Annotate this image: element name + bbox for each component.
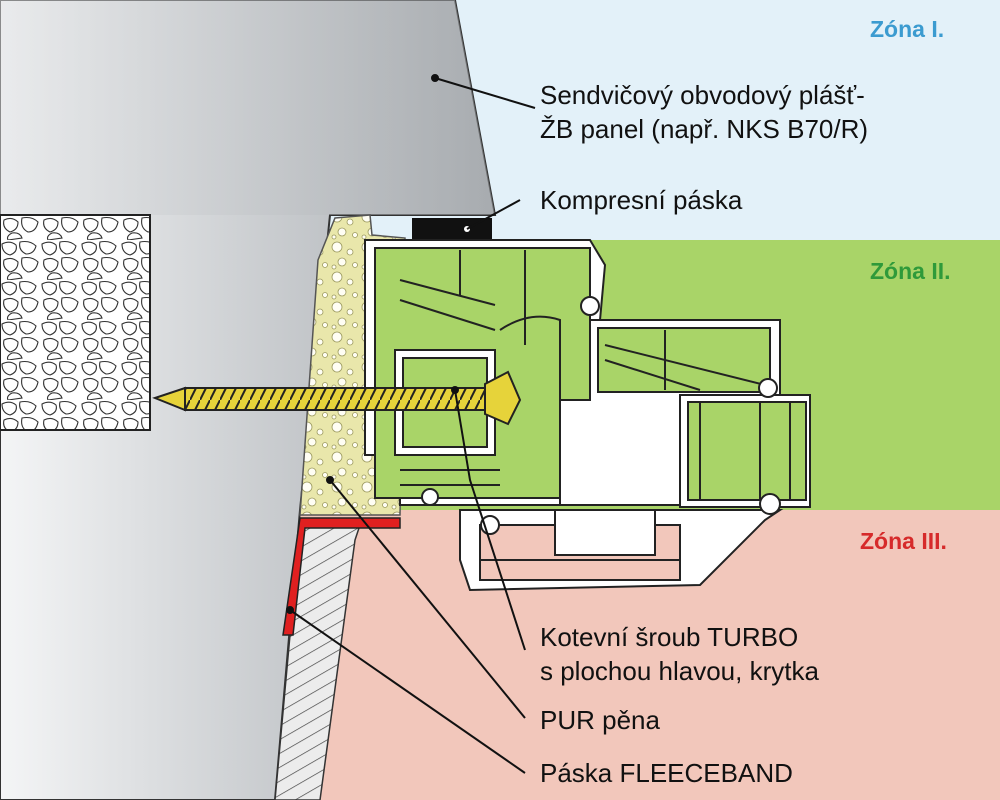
gaskets xyxy=(421,296,781,535)
panel-label-line2: ŽB panel (např. NKS B70/R) xyxy=(540,114,869,144)
fleeceband-tape xyxy=(282,517,401,636)
zone-1-label: Zóna I. xyxy=(870,16,945,42)
sandwich-panel xyxy=(0,0,495,215)
stone-insulation-block xyxy=(0,214,151,431)
screw-label-line1: Kotevní šroub TURBO xyxy=(540,622,799,652)
glazing-unit xyxy=(679,394,811,508)
compression-tape xyxy=(412,218,492,240)
leader-lines xyxy=(286,74,536,774)
anchor-screw xyxy=(152,370,522,426)
pur-foam-label: PUR pěna xyxy=(540,705,660,735)
compression-tape-label: Kompresní páska xyxy=(540,185,743,215)
window-sash-profile xyxy=(559,319,781,506)
panel-label-line1: Sendvičový obvodový plášť- xyxy=(540,80,865,110)
screw-label-line2: s plochou hlavou, krytka xyxy=(540,656,819,686)
zone-2-label: Zóna II. xyxy=(870,258,951,284)
fleeceband-label: Páska FLEECEBAND xyxy=(540,758,793,788)
zone-3-label: Zóna III. xyxy=(860,528,947,554)
lower-frame-profile xyxy=(459,509,784,592)
